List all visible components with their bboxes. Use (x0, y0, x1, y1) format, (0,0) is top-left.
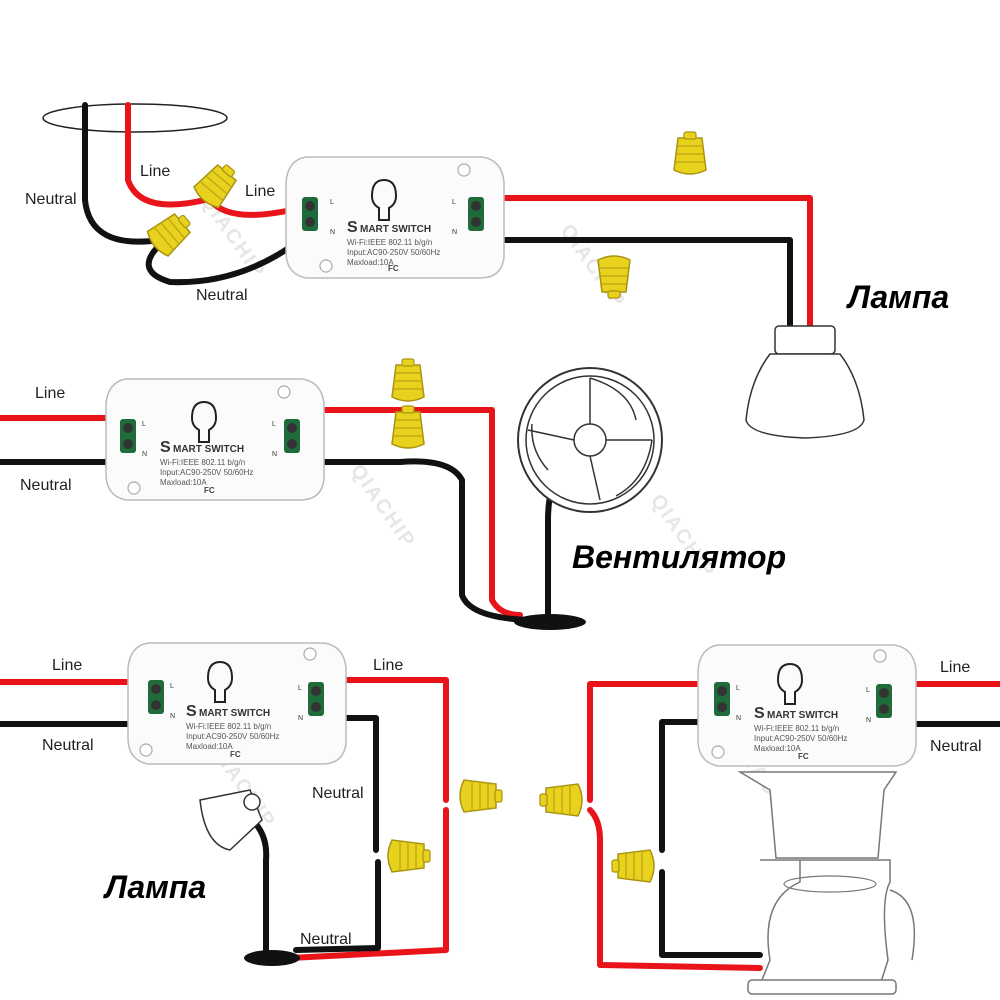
device-brand-initial: S (754, 705, 765, 722)
watermark: QIACHIP (196, 190, 270, 282)
port-n: N (330, 229, 335, 236)
line-label: Line (373, 657, 403, 674)
circuit-lamp-top: Line Line Neutral Neutral Лампа S MART S… (25, 102, 949, 439)
device-cert: FC (230, 750, 241, 759)
circuit-fan: Line Neutral Вентилятор S MART SWITCH Wi… (0, 358, 786, 630)
device-brand-initial: S (186, 703, 197, 720)
port-n: N (866, 717, 871, 724)
port-l: L (866, 687, 870, 694)
port-n: N (452, 229, 457, 236)
device-spec-input: Input:AC90-250V 50/60Hz (754, 734, 847, 743)
watermark: QIACHIP (346, 460, 420, 552)
line-label: Line (35, 385, 65, 402)
port-n: N (736, 715, 741, 722)
device-spec-input: Input:AC90-250V 50/60Hz (347, 248, 440, 257)
port-n: N (170, 713, 175, 720)
device-brand: MART SWITCH (199, 708, 270, 719)
ceiling-lamp (745, 325, 865, 439)
device-cert: FC (388, 264, 399, 273)
neutral-label: Neutral (312, 785, 364, 802)
neutral-label: Neutral (930, 738, 982, 755)
line-label: Line (245, 183, 275, 200)
device-spec-load: Maxload:10A (160, 478, 207, 487)
device-spec-load: Maxload:10A (347, 258, 394, 267)
device-spec-input: Input:AC90-250V 50/60Hz (160, 468, 253, 477)
port-n: N (142, 451, 147, 458)
device-spec-wifi: Wi-Fi:IEEE 802.11 b/g/n (754, 724, 839, 733)
device-brand: MART SWITCH (173, 444, 244, 455)
device-brand-initial: S (160, 439, 171, 456)
line-label: Line (52, 657, 82, 674)
fan (514, 367, 663, 630)
device-spec-wifi: Wi-Fi:IEEE 802.11 b/g/n (186, 722, 271, 731)
device-brand: MART SWITCH (360, 224, 431, 235)
coffee-maker (737, 771, 916, 995)
wall-box-ellipse (42, 103, 228, 133)
line-label: Line (940, 659, 970, 676)
neutral-label: Neutral (25, 191, 77, 208)
neutral-label: Neutral (20, 477, 72, 494)
port-n: N (272, 451, 277, 458)
port-l: L (170, 683, 174, 690)
lamp-title: Лампа (103, 869, 206, 905)
port-l: L (452, 199, 456, 206)
port-l: L (142, 421, 146, 428)
smart-switch: S MART SWITCH Wi-Fi:IEEE 802.11 b/g/n In… (105, 378, 325, 501)
device-cert: FC (798, 752, 809, 761)
circuit-coffee-maker: Line Neutral S MART SWITCH Wi-Fi:IEEE 80… (539, 644, 1000, 995)
fan-title: Вентилятор (572, 539, 786, 575)
neutral-label: Neutral (300, 931, 352, 948)
port-n: N (298, 715, 303, 722)
port-l: L (272, 421, 276, 428)
desk-lamp (199, 789, 263, 851)
port-l: L (330, 199, 334, 206)
line-label: Line (140, 163, 170, 180)
device-spec-wifi: Wi-Fi:IEEE 802.11 b/g/n (160, 458, 245, 467)
device-spec-load: Maxload:10A (754, 744, 801, 753)
device-brand-initial: S (347, 219, 358, 236)
circuit-desk-lamp: Line Neutral Line Neutral Neutral Лампа … (0, 642, 503, 966)
lamp-title: Лампа (846, 279, 949, 315)
device-spec-load: Maxload:10A (186, 742, 233, 751)
device-spec-wifi: Wi-Fi:IEEE 802.11 b/g/n (347, 238, 432, 247)
device-brand: MART SWITCH (767, 710, 838, 721)
neutral-label: Neutral (196, 287, 248, 304)
port-l: L (298, 685, 302, 692)
smart-switch: S MART SWITCH Wi-Fi:IEEE 802.11 b/g/n In… (697, 644, 917, 767)
device-spec-input: Input:AC90-250V 50/60Hz (186, 732, 279, 741)
smart-switch: S MART SWITCH Wi-Fi:IEEE 802.11 b/g/n In… (127, 642, 347, 765)
neutral-label: Neutral (42, 737, 94, 754)
smart-switch: S MART SWITCH Wi-Fi:IEEE 802.11 b/g/n In… (285, 156, 505, 279)
device-cert: FC (204, 486, 215, 495)
port-l: L (736, 685, 740, 692)
